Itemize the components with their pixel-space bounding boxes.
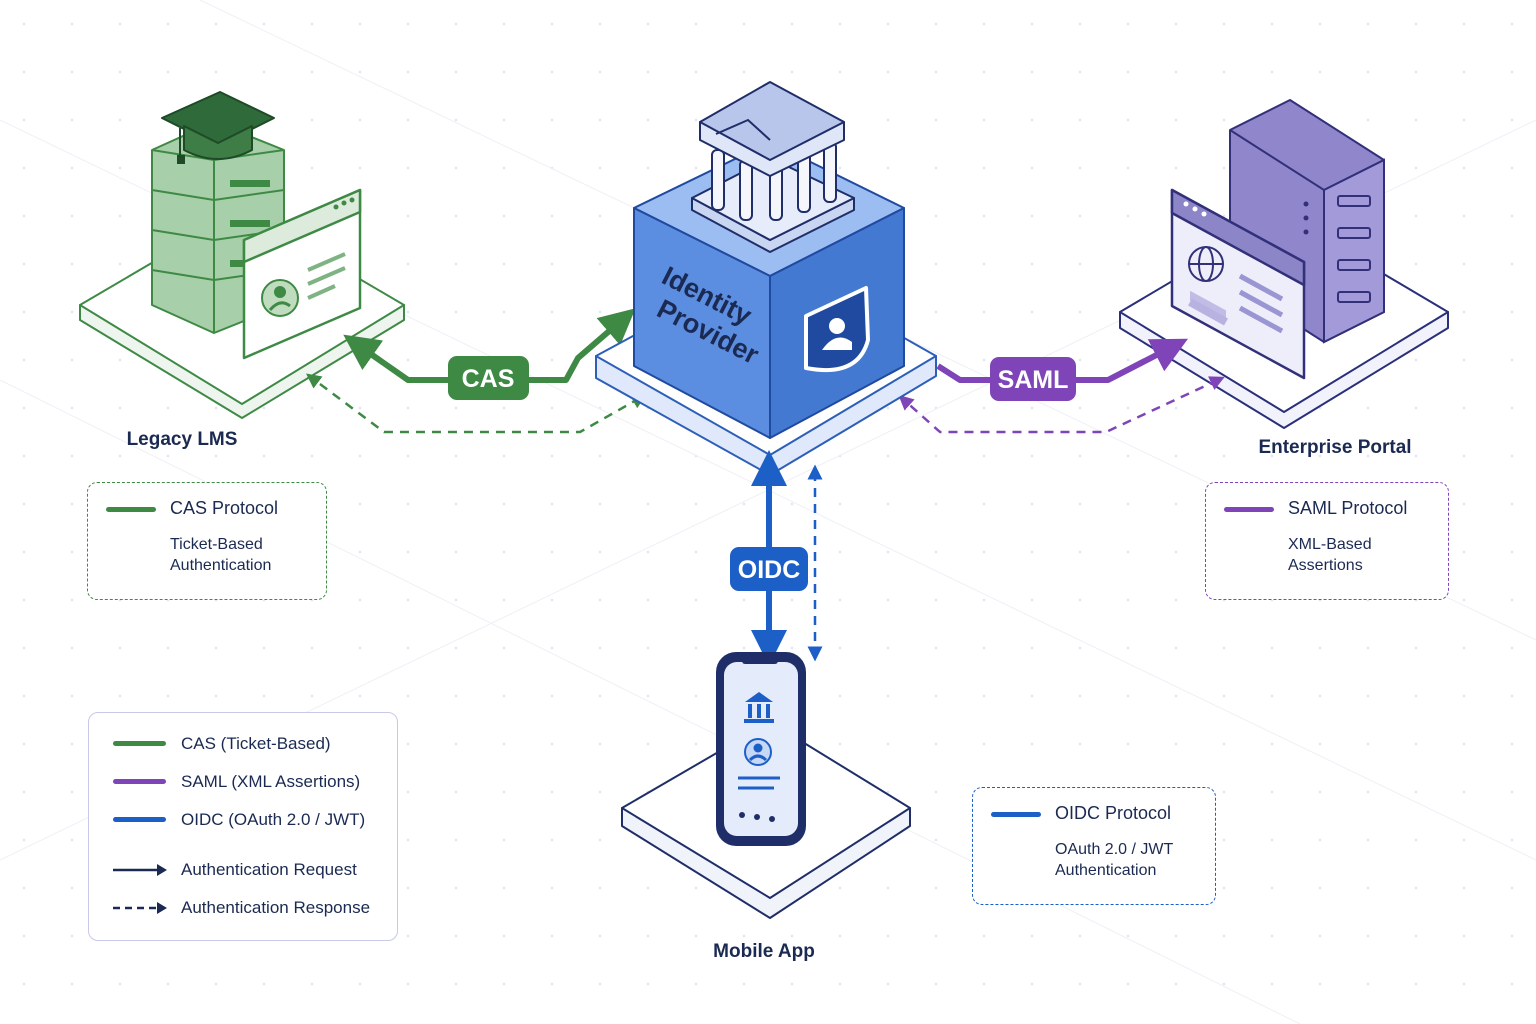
oidc-info-swatch xyxy=(991,812,1041,817)
legend-item-oidc: OIDC (OAuth 2.0 / JWT) xyxy=(89,805,397,835)
oidc-connector[interactable]: OIDC xyxy=(730,450,823,666)
bank-icon xyxy=(691,81,855,253)
portal-node[interactable] xyxy=(1119,99,1449,429)
user-icon xyxy=(744,738,772,766)
oidc-tag xyxy=(730,547,808,591)
oidc-info-title: OIDC Protocol xyxy=(1055,803,1172,823)
legend-label: SAML (XML Assertions) xyxy=(181,772,361,791)
solid-arrow-icon xyxy=(113,864,167,876)
oidc-tag-text: OIDC xyxy=(738,556,801,584)
legend-swatch-saml xyxy=(113,779,166,784)
oidc-info-box: OIDC Protocol OAuth 2.0 / JWT Authentica… xyxy=(972,787,1216,905)
cas-tag xyxy=(448,356,529,400)
saml-info-title: SAML Protocol xyxy=(1288,498,1408,518)
cas-info-swatch xyxy=(106,507,156,512)
cas-info-description: Ticket-Based Authentication xyxy=(170,536,272,574)
legend-item-request: Authentication Request xyxy=(89,855,397,885)
idp-node[interactable]: Identity Provider xyxy=(595,81,937,476)
cas-tag-text: CAS xyxy=(462,365,515,393)
mobile-node[interactable] xyxy=(621,652,911,919)
saml-info-swatch xyxy=(1224,507,1274,512)
browser-globe-icon xyxy=(1170,188,1306,380)
cas-info-box: CAS Protocol Ticket-Based Authentication xyxy=(87,482,327,600)
saml-info-description: XML-Based Assertions xyxy=(1288,536,1372,574)
saml-tag xyxy=(990,357,1076,401)
mobile-label: Mobile App xyxy=(713,941,815,962)
shield-user-icon xyxy=(804,286,870,373)
legend-label: Authentication Response xyxy=(181,898,371,917)
saml-info-box: SAML Protocol XML-Based Assertions xyxy=(1205,482,1449,600)
legend-label: CAS (Ticket-Based) xyxy=(181,734,331,753)
cas-response-arrow xyxy=(306,373,647,434)
legend-item-response: Authentication Response xyxy=(89,893,397,923)
phone-icon xyxy=(716,652,806,846)
legend-label: OIDC (OAuth 2.0 / JWT) xyxy=(181,810,366,829)
browser-profile-icon xyxy=(242,188,362,360)
legend-swatch-cas xyxy=(113,741,166,746)
legend: CAS (Ticket-Based) SAML (XML Assertions)… xyxy=(88,712,398,941)
legend-item-saml: SAML (XML Assertions) xyxy=(89,767,397,797)
portal-label: Enterprise Portal xyxy=(1258,437,1411,458)
lms-label: Legacy LMS xyxy=(127,429,238,450)
lms-node[interactable] xyxy=(79,91,405,419)
graduation-cap-icon xyxy=(161,91,275,164)
saml-tag-text: SAML xyxy=(998,366,1069,394)
legend-label: Authentication Request xyxy=(181,860,357,879)
saml-connector[interactable]: SAML xyxy=(898,338,1225,434)
cas-info-title: CAS Protocol xyxy=(170,498,279,518)
legend-item-cas: CAS (Ticket-Based) xyxy=(89,729,397,759)
dashed-arrow-icon xyxy=(113,902,167,914)
cas-connector[interactable]: CAS xyxy=(306,308,647,434)
oidc-info-description: OAuth 2.0 / JWT Authentication xyxy=(1055,841,1174,879)
bank-icon xyxy=(744,692,774,723)
legend-swatch-oidc xyxy=(113,817,166,822)
